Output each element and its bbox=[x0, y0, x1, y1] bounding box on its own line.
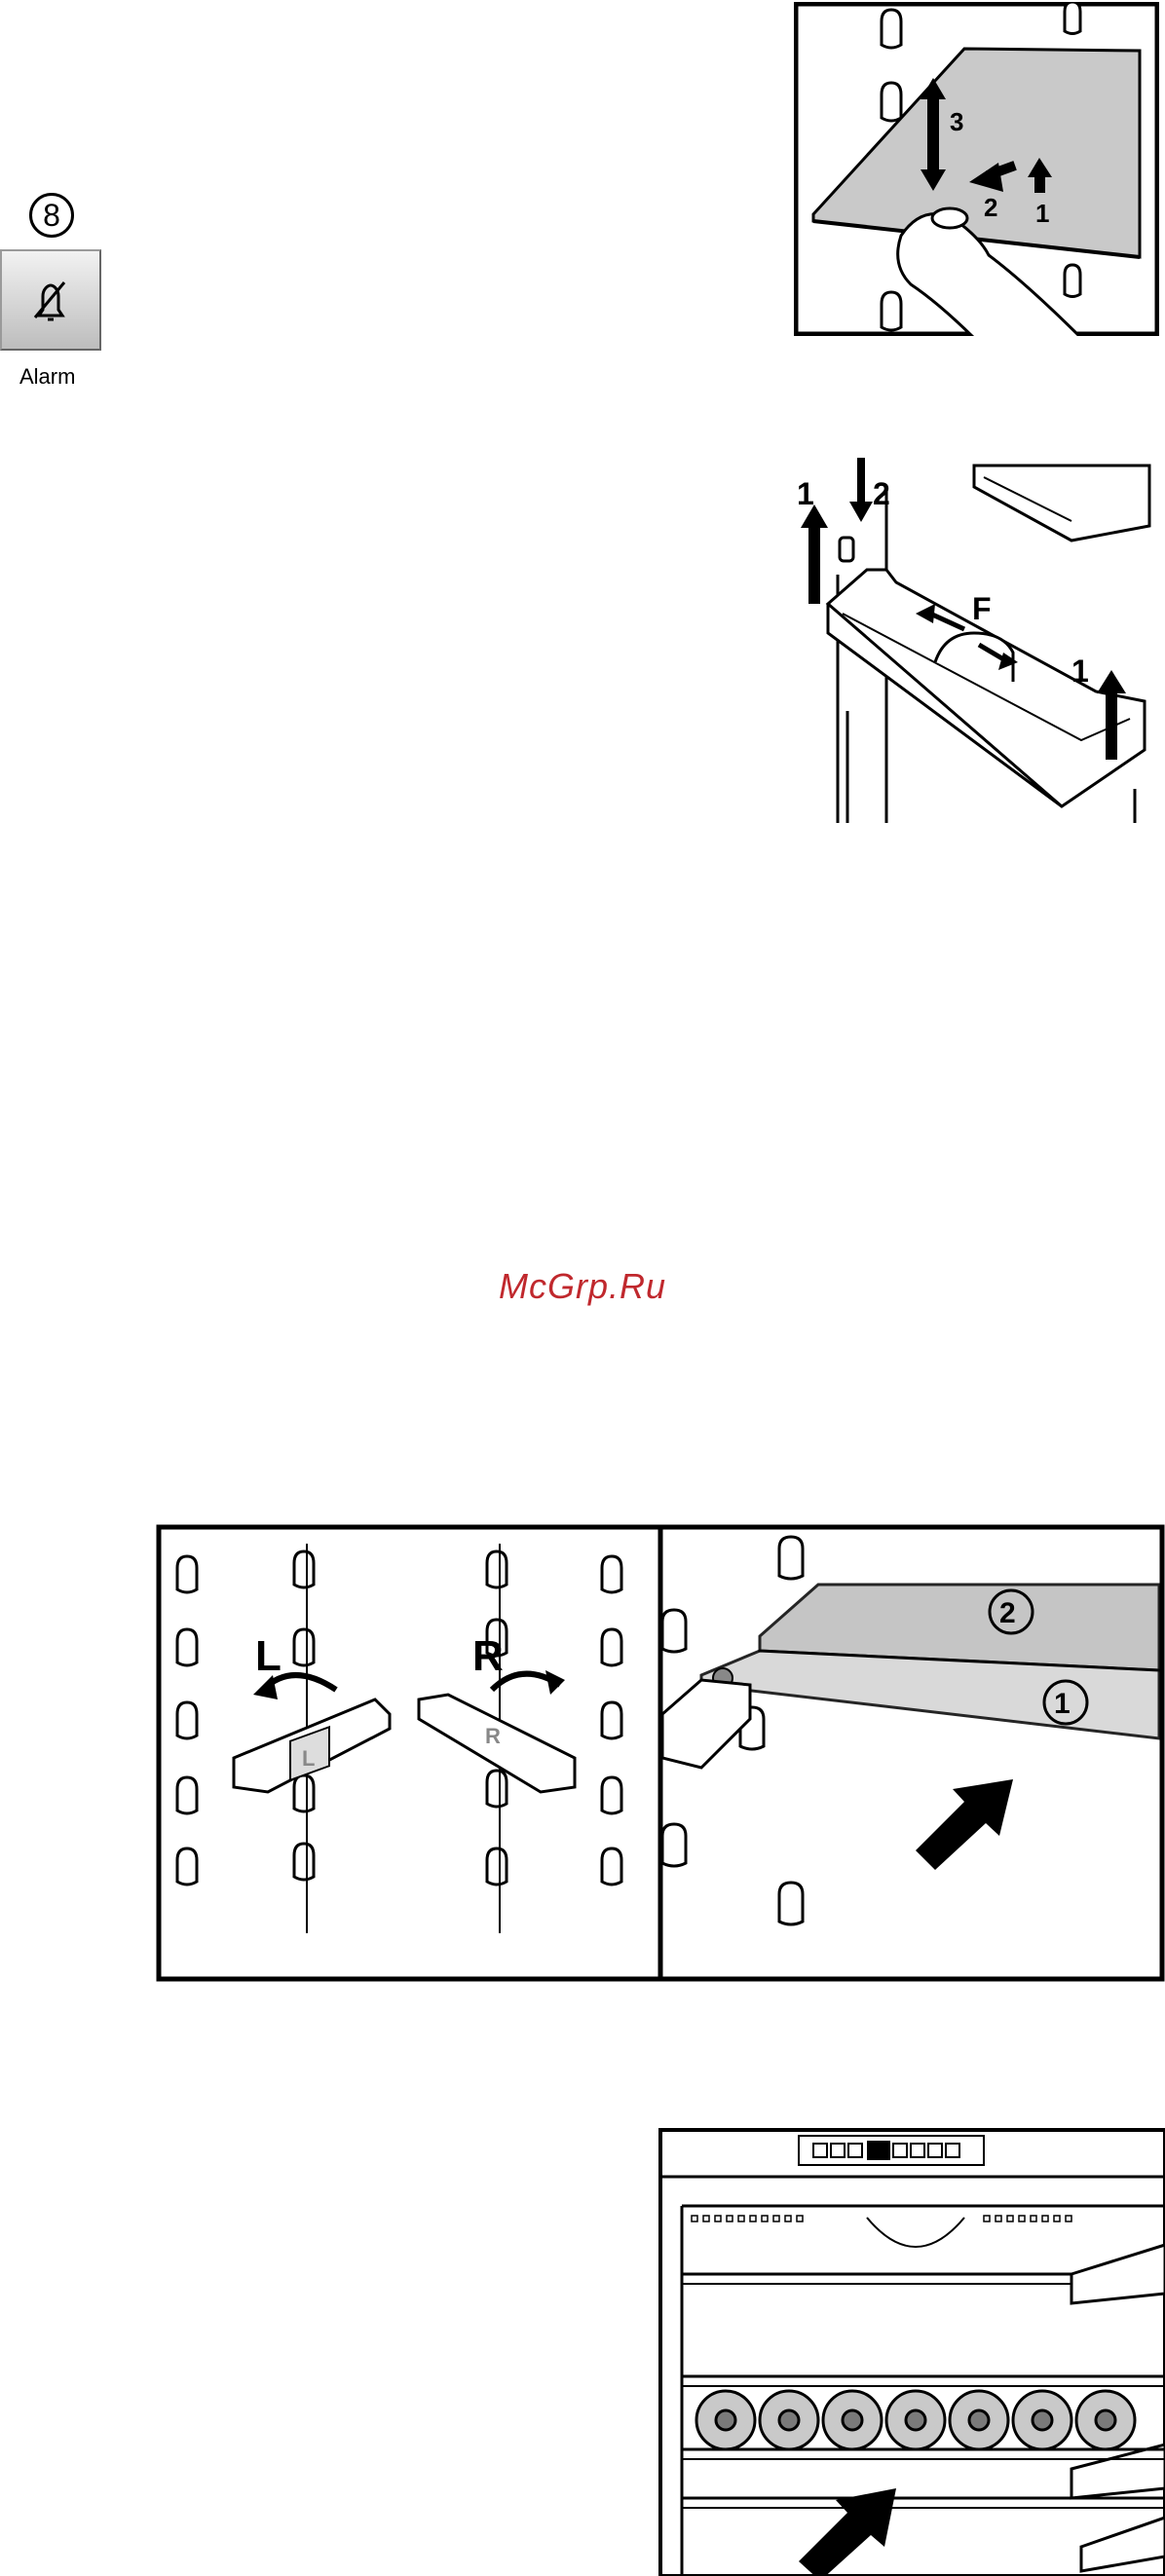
force-label: F bbox=[972, 591, 992, 626]
right-support-label: R bbox=[472, 1632, 504, 1680]
shelf-supports-figure: L R L R 2 1 bbox=[156, 1524, 1165, 1982]
step-1-label: 1 bbox=[797, 476, 814, 511]
shelf-removal-figure: 3 2 1 bbox=[794, 2, 1159, 336]
fridge-interior-figure bbox=[653, 2128, 1165, 2576]
shelf-1-label: 1 bbox=[1054, 1688, 1071, 1720]
watermark: McGrp.Ru bbox=[0, 1266, 1165, 1307]
step-1-label: 1 bbox=[1035, 199, 1049, 228]
bell-off-icon bbox=[23, 273, 78, 327]
step-1b-label: 1 bbox=[1071, 653, 1089, 689]
left-support-label: L bbox=[255, 1632, 282, 1680]
right-mark: R bbox=[485, 1724, 501, 1748]
left-mark: L bbox=[302, 1746, 315, 1771]
shelf-2-label: 2 bbox=[999, 1597, 1016, 1629]
step-3-label: 3 bbox=[950, 107, 963, 136]
alarm-label: Alarm bbox=[19, 364, 75, 390]
door-rack-figure: 1 2 F 1 bbox=[789, 458, 1159, 823]
step-number-badge: 8 bbox=[29, 193, 74, 238]
step-2-label: 2 bbox=[984, 193, 997, 222]
step-2-label: 2 bbox=[873, 476, 890, 511]
alarm-button[interactable] bbox=[0, 249, 101, 351]
